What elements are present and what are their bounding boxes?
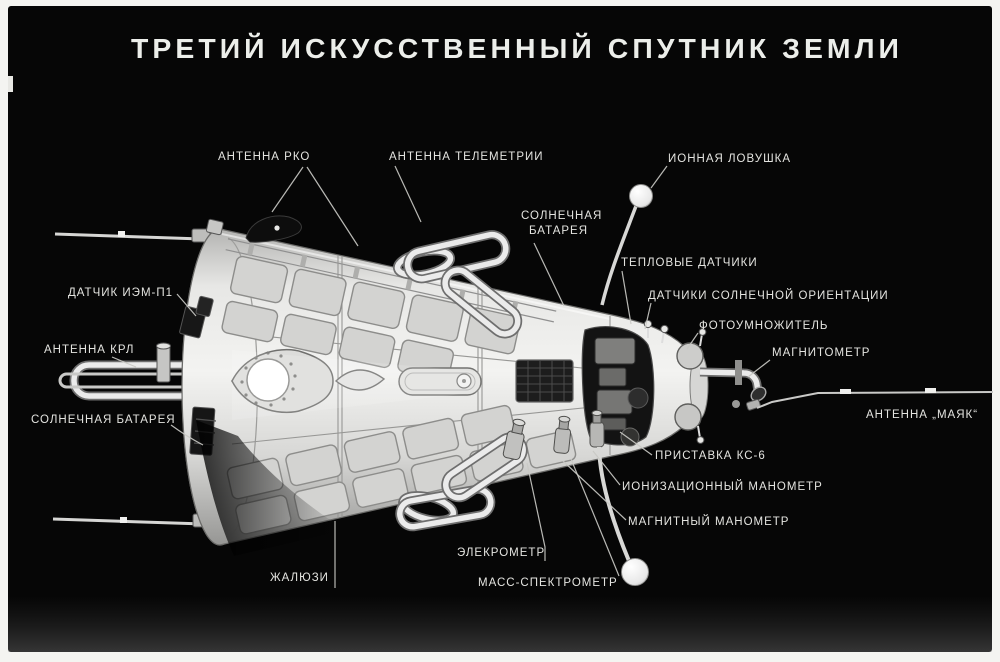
label-sun-orientation-sensors: ДАТЧИКИ СОЛНЕЧНОЙ ОРИЕНТАЦИИ bbox=[648, 289, 889, 302]
porthole-window bbox=[246, 358, 290, 402]
leader-line bbox=[650, 165, 668, 189]
leader-line bbox=[686, 332, 699, 350]
leader-line bbox=[747, 359, 771, 378]
radiator-grille bbox=[515, 359, 574, 403]
leader-line bbox=[394, 165, 422, 223]
label-magnetometer: МАГНИТОМЕТР bbox=[772, 347, 870, 359]
slot-hatch bbox=[398, 367, 482, 396]
sun-sensor bbox=[698, 328, 707, 336]
label-ion-trap: ИОННАЯ ЛОВУШКА bbox=[668, 153, 791, 165]
hull-corner-bracket bbox=[205, 218, 224, 236]
hull-sheen bbox=[232, 350, 480, 420]
label-antenna-rko: АНТЕННА РКО bbox=[218, 151, 310, 163]
label-solar-battery-left: СОЛНЕЧНАЯ БАТАРЕЯ bbox=[31, 414, 176, 426]
photo-bottom-haze bbox=[8, 596, 992, 652]
ion-trap-boom bbox=[600, 205, 638, 306]
label-electrometer: ЭЛЕКРОМЕТР bbox=[457, 547, 545, 559]
manometer-bottle bbox=[553, 415, 572, 454]
diagram-title: ТРЕТИЙ ИСКУССТВЕННЫЙ СПУТНИК ЗЕМЛИ bbox=[131, 32, 903, 64]
label-magnetic-manometer: МАГНИТНЫЙ МАНОМЕТР bbox=[628, 515, 789, 528]
label-iem-p1-sensor: ДАТЧИК ИЭМ-П1 bbox=[68, 287, 173, 299]
leader-line bbox=[570, 458, 620, 577]
leader-line bbox=[619, 431, 653, 456]
leader-line bbox=[526, 462, 546, 561]
ion-trap-sphere bbox=[629, 184, 653, 208]
lens-fairing bbox=[334, 369, 386, 391]
labels: АНТЕННА РКО АНТЕННА ТЕЛЕМЕТРИИ СОЛНЕЧНАЯ… bbox=[31, 151, 978, 589]
label-mass-spectrometer: МАСС-СПЕКТРОМЕТР bbox=[478, 577, 618, 589]
iem-sensor-box bbox=[179, 295, 214, 339]
leader-lines bbox=[111, 165, 771, 588]
label-ks6-attachment: ПРИСТАВКА КС-6 bbox=[655, 450, 766, 462]
label-antenna-mayak: АНТЕННА „МАЯК“ bbox=[866, 409, 978, 421]
nose-instruments bbox=[643, 319, 709, 444]
label-photomultiplier: ФОТОУМНОЖИТЕЛЬ bbox=[699, 320, 828, 332]
leader-line bbox=[306, 166, 359, 247]
leader-line bbox=[271, 166, 304, 213]
mayak-antenna-wire bbox=[732, 388, 994, 411]
ion-trap bbox=[600, 184, 653, 306]
label-louvers: ЖАЛЮЗИ bbox=[270, 572, 329, 584]
porthole bbox=[231, 348, 334, 414]
label-solar-battery-top-2: БАТАРЕЯ bbox=[529, 225, 588, 237]
photomultiplier-housing bbox=[676, 342, 704, 370]
leader-line bbox=[562, 460, 627, 521]
ks6-unit bbox=[620, 427, 640, 447]
label-solar-battery-top-1: СОЛНЕЧНАЯ bbox=[521, 210, 602, 222]
telemetry-loop-antennas-lower bbox=[395, 432, 528, 532]
rko-antenna-fairing bbox=[245, 215, 302, 243]
magnetometer-boom bbox=[699, 360, 767, 402]
label-ionization-manometer: ИОНИЗАЦИОННЫЙ МАНОМЕТР bbox=[622, 480, 823, 493]
border-notch bbox=[8, 76, 13, 92]
leader-line bbox=[621, 270, 632, 325]
manometer-bottle bbox=[502, 418, 526, 461]
label-antenna-telemetry: АНТЕННА ТЕЛЕМЕТРИИ bbox=[389, 151, 544, 163]
sun-sensor bbox=[660, 324, 669, 334]
hull-shadow bbox=[196, 420, 346, 556]
leader-line bbox=[644, 302, 652, 330]
label-antenna-krl: АНТЕННА КРЛ bbox=[44, 344, 134, 356]
manometer-bottles bbox=[502, 409, 640, 461]
manometer-bottle bbox=[589, 409, 605, 448]
telemetry-loop-antennas-upper bbox=[392, 230, 523, 339]
leader-line bbox=[533, 242, 565, 307]
leader-line bbox=[176, 293, 197, 317]
orientation-sensor-housing bbox=[674, 403, 702, 431]
leader-line bbox=[111, 356, 137, 368]
leader-line bbox=[170, 424, 204, 446]
label-thermal-sensors: ТЕПЛОВЫЕ ДАТЧИКИ bbox=[621, 257, 758, 269]
leader-line bbox=[592, 450, 621, 486]
mass-spectrometer-sphere bbox=[621, 558, 649, 586]
